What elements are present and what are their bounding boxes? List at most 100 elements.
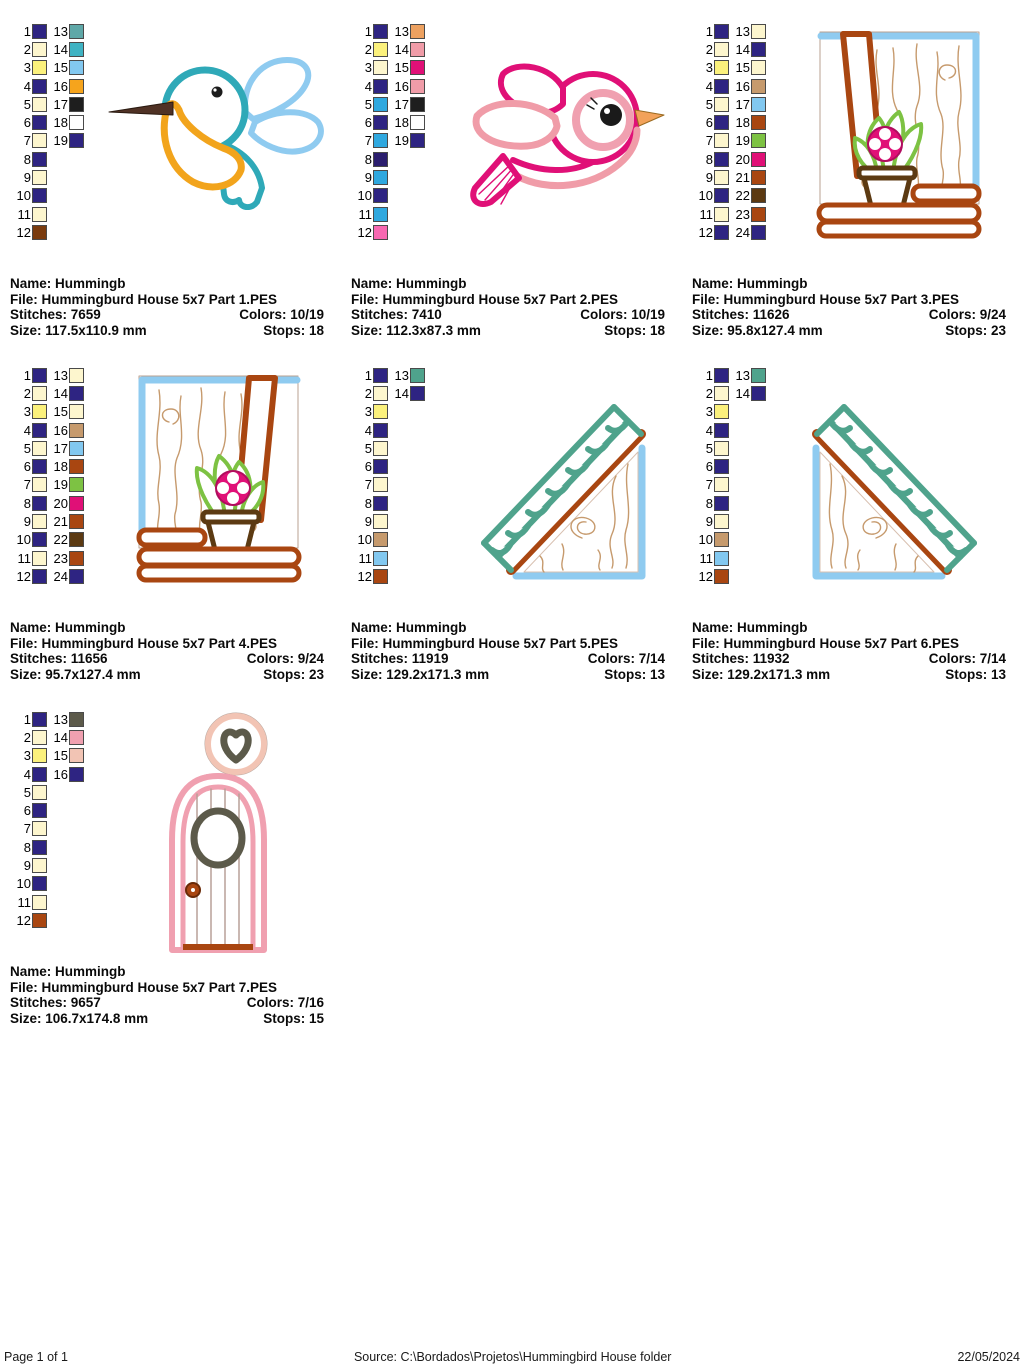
palette-swatch (32, 133, 47, 149)
palette-number: 4 (23, 766, 31, 782)
palette-number: 2 (705, 41, 713, 57)
palette-number: 14 (394, 41, 409, 57)
design-stitches: Stitches: 11626 (692, 307, 790, 323)
palette-swatch (751, 23, 766, 39)
palette-swatch (69, 78, 84, 94)
palette-swatch (69, 41, 84, 57)
palette-row: 11 (351, 205, 425, 223)
palette-number: 7 (23, 821, 31, 837)
palette-number: 6 (705, 459, 713, 475)
palette-swatch (373, 550, 388, 566)
palette-swatch (751, 133, 766, 149)
palette-swatch (32, 803, 47, 819)
palette-row: 12 (692, 567, 766, 585)
palette-swatch (751, 151, 766, 167)
palette-number: 3 (23, 60, 31, 76)
palette-swatch (751, 224, 766, 240)
palette-number: 5 (364, 96, 372, 112)
print-date: 22/05/2024 (957, 1350, 1020, 1364)
palette-swatch (410, 385, 425, 401)
design-stops: Stops: 18 (263, 322, 324, 338)
palette-swatch (373, 60, 388, 76)
palette-swatch (69, 514, 84, 530)
palette-number: 18 (53, 115, 68, 131)
palette-swatch (373, 188, 388, 204)
palette-swatch (373, 367, 388, 383)
design-size: Size: 129.2x171.3 mm (692, 666, 831, 682)
design-stitches: Stitches: 11932 (692, 651, 790, 667)
design-size: Size: 129.2x171.3 mm (351, 666, 490, 682)
design-stops: Stops: 13 (945, 666, 1006, 682)
palette-swatch (32, 170, 47, 186)
palette-swatch (410, 78, 425, 94)
window-flowerpot-design-thumbnail (816, 31, 981, 239)
palette-number: 13 (394, 367, 409, 383)
design-size: Size: 95.8x127.4 mm (692, 322, 823, 338)
palette-swatch (373, 170, 388, 186)
palette-number: 7 (364, 477, 372, 493)
design-thumbnail-box (766, 20, 1024, 241)
palette-swatch (373, 422, 388, 438)
palette-row: 8 (351, 494, 425, 512)
palette-swatch (751, 170, 766, 186)
palette-number: 2 (23, 729, 31, 745)
palette-number: 9 (364, 170, 372, 186)
palette-number: 17 (735, 96, 750, 112)
palette-number: 12 (16, 912, 31, 928)
design-meta: Name: Hummingb File: Hummingburd House 5… (10, 620, 324, 682)
palette-swatch (714, 514, 729, 530)
palette-swatch (32, 23, 47, 39)
palette-row: 12 (351, 223, 425, 241)
palette-swatch (32, 912, 47, 928)
palette-row: 9 (351, 168, 425, 186)
design-size: Size: 117.5x110.9 mm (10, 322, 147, 338)
palette-number: 20 (735, 151, 750, 167)
palette-number: 8 (364, 151, 372, 167)
palette-number: 17 (53, 96, 68, 112)
design-colors: Colors: 10/19 (239, 307, 324, 323)
palette-swatch (410, 367, 425, 383)
palette-number: 9 (364, 514, 372, 530)
palette-swatch (69, 385, 84, 401)
palette-number: 4 (364, 78, 372, 94)
palette-number: 11 (17, 206, 32, 222)
palette-row: 11 (10, 893, 84, 911)
palette-swatch (373, 115, 388, 131)
palette-swatch (69, 532, 84, 548)
palette-row: 3 (351, 403, 425, 421)
design-colors: Colors: 9/24 (246, 651, 324, 667)
palette-number: 1 (705, 23, 713, 39)
palette-number: 9 (23, 858, 31, 874)
page-footer: Page 1 of 1 Source: C:\Bordados\Projetos… (4, 1350, 1020, 1364)
palette-swatch (69, 495, 84, 511)
palette-swatch (714, 151, 729, 167)
palette-number: 23 (53, 550, 68, 566)
palette-row: 11 (692, 549, 766, 567)
palette-number: 9 (705, 170, 713, 186)
palette-number: 14 (53, 41, 68, 57)
palette-swatch (410, 23, 425, 39)
design-file: File: Hummingburd House 5x7 Part 4.PES (10, 635, 278, 651)
palette-number: 4 (705, 422, 713, 438)
palette-number: 6 (23, 803, 31, 819)
palette-number: 3 (364, 404, 372, 420)
palette-number: 6 (364, 115, 372, 131)
palette-number: 19 (53, 133, 68, 149)
palette-number: 6 (364, 459, 372, 475)
palette-swatch (714, 367, 729, 383)
palette-number: 1 (23, 711, 31, 727)
palette-swatch (32, 514, 47, 530)
palette-number: 4 (705, 78, 713, 94)
